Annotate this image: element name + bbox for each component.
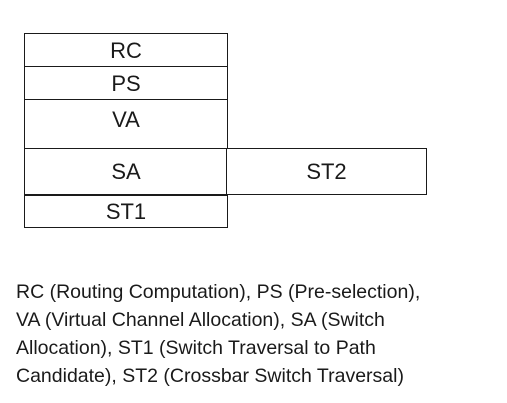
diagram-caption: RC (Routing Computation), PS (Pre-select… [16, 278, 502, 390]
caption-line: Allocation), ST1 (Switch Traversal to Pa… [16, 337, 376, 359]
stage-rc-label: RC [110, 37, 142, 63]
stage-ps-label: PS [111, 70, 141, 96]
stage-rc-box: RC [24, 33, 228, 68]
stage-st1-box: ST1 [24, 195, 228, 228]
stage-st1-label: ST1 [105, 198, 147, 224]
caption-line: VA (Virtual Channel Allocation), SA (Swi… [16, 309, 385, 331]
stage-va-label: VA [112, 107, 140, 132]
stage-st2-label: ST2 [306, 158, 347, 184]
stage-sa-box: SA [24, 148, 228, 195]
caption-line: Candidate), ST2 (Crossbar Switch Travers… [16, 365, 404, 387]
stage-va-box: VA [24, 99, 228, 150]
caption-line: RC (Routing Computation), PS (Pre-select… [16, 281, 421, 303]
stage-sa-label: SA [111, 158, 141, 184]
stage-ps-box: PS [24, 66, 228, 101]
stage-st2-box: ST2 [226, 148, 427, 195]
